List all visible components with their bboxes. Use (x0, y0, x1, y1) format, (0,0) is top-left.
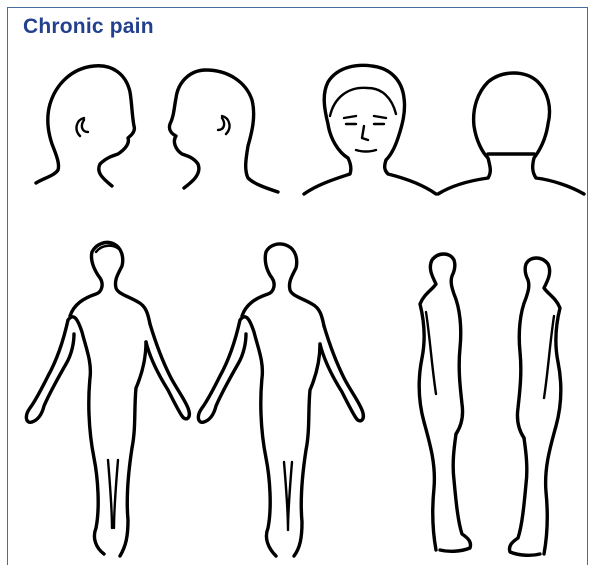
body-back[interactable] (198, 244, 363, 556)
chronic-pain-panel: Chronic pain (7, 7, 588, 565)
body-right-side[interactable] (419, 254, 470, 551)
head-front[interactable] (304, 65, 436, 194)
head-left-profile[interactable] (169, 70, 278, 192)
body-left-side[interactable] (509, 258, 560, 555)
head-right-profile[interactable] (36, 66, 134, 186)
body-front[interactable] (26, 242, 189, 556)
body-diagram (8, 8, 589, 566)
head-back[interactable] (438, 73, 584, 194)
